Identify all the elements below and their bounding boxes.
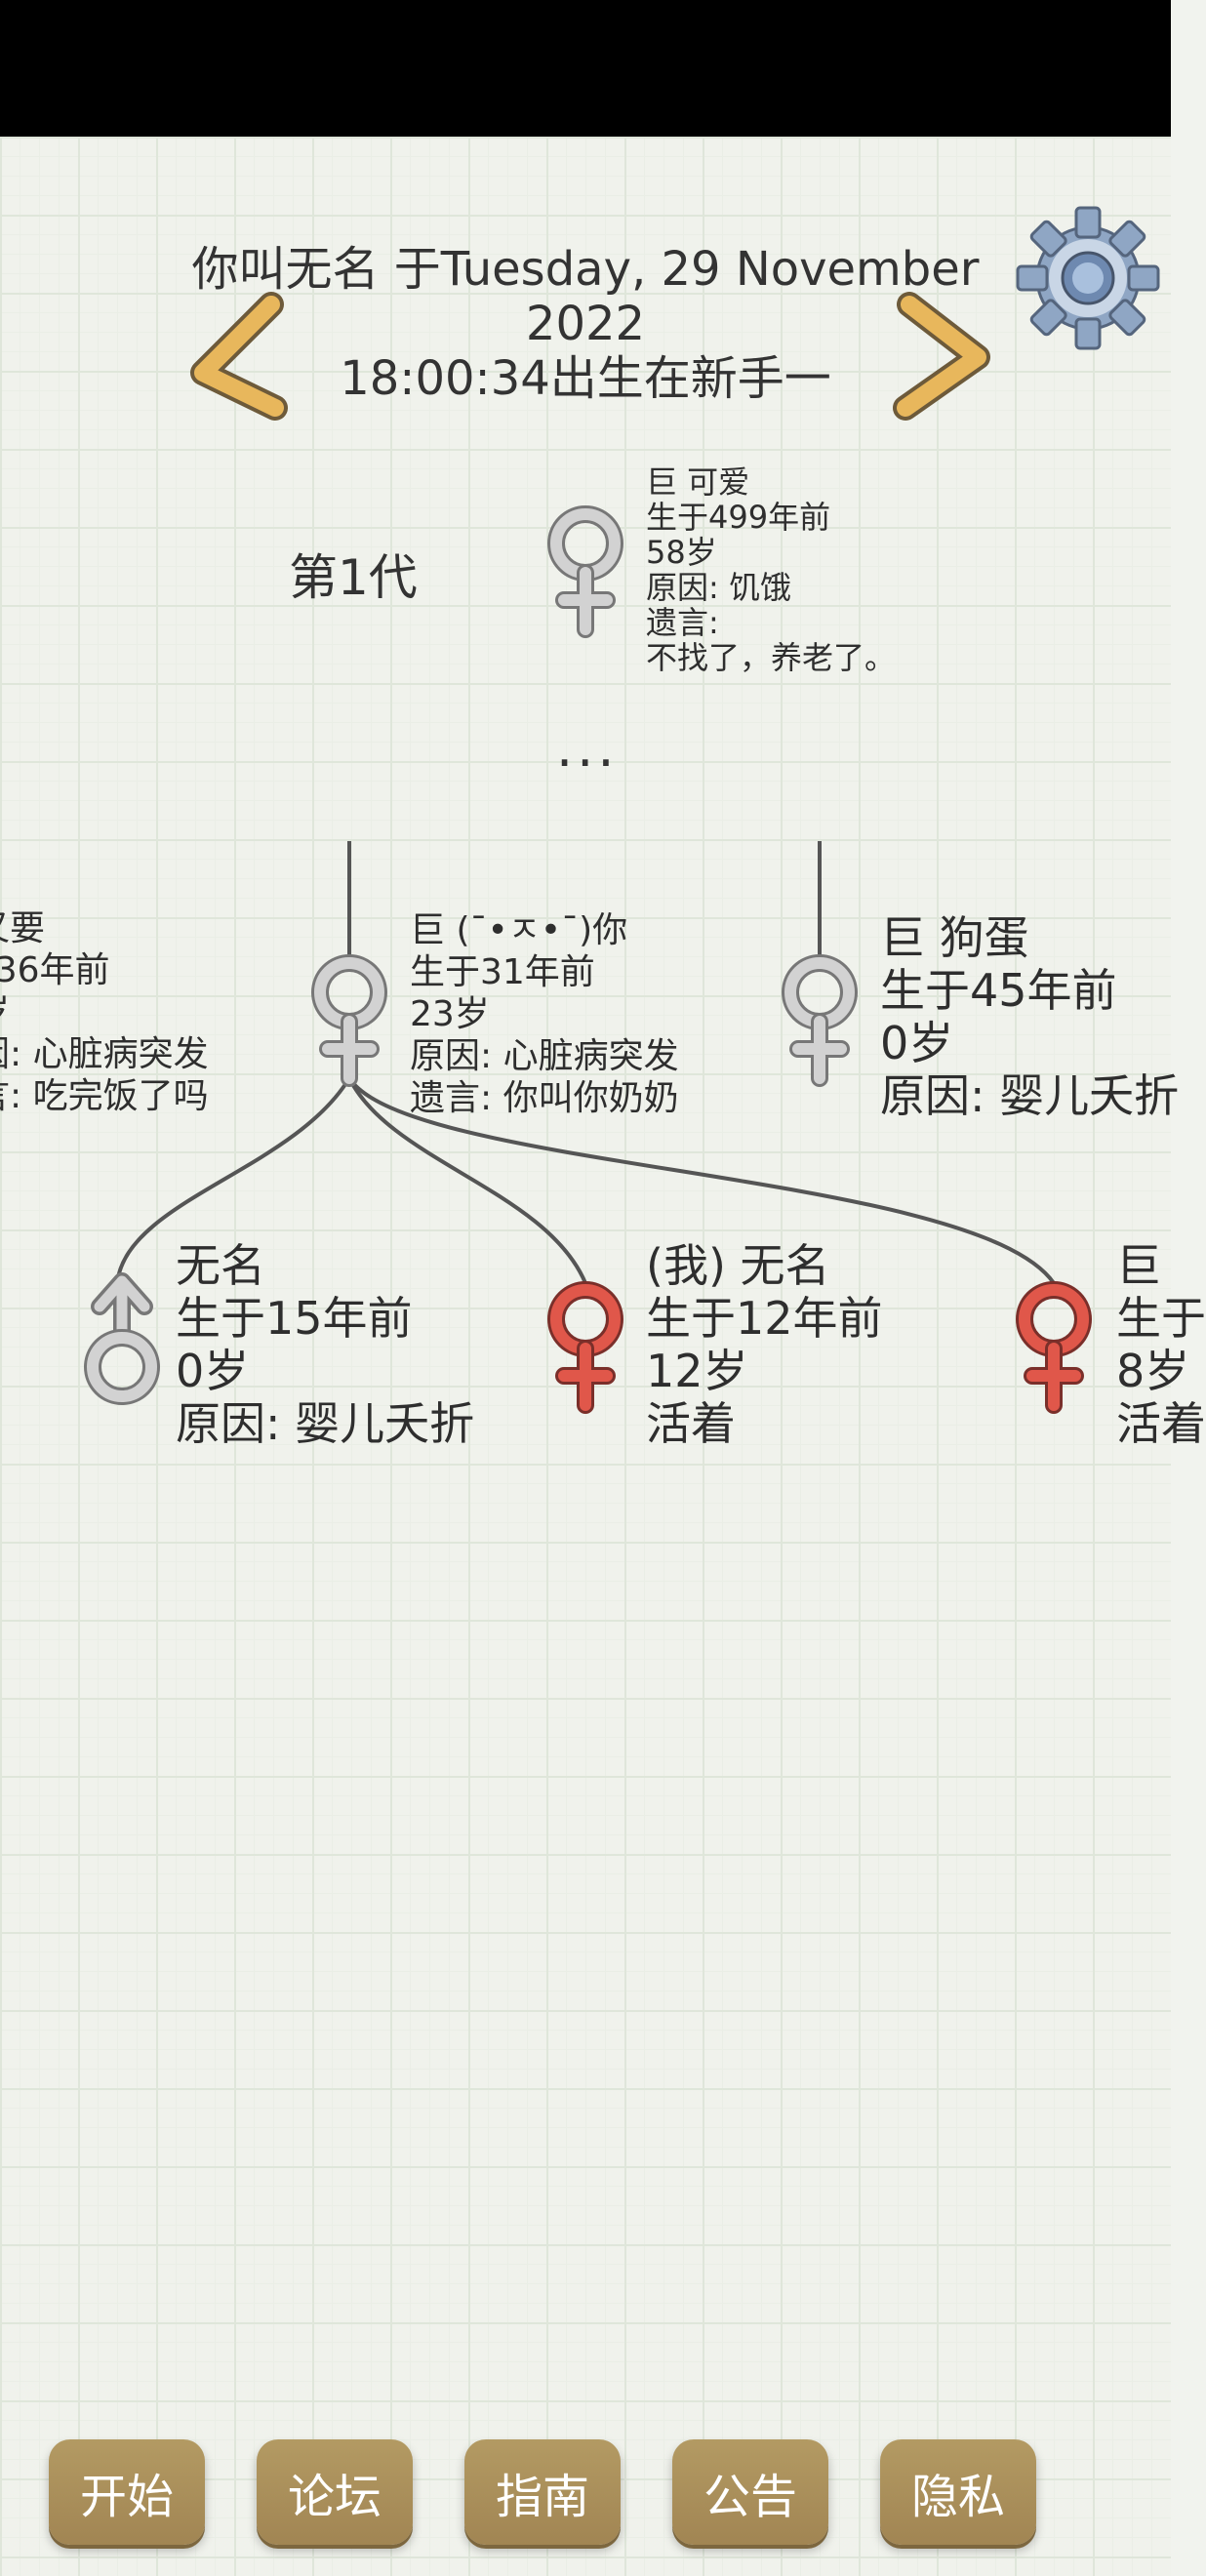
parent-cause: 因: 心脏病突发 — [0, 1034, 209, 1074]
venus-icon[interactable] — [1015, 1278, 1093, 1419]
parent-age: 岁 — [0, 991, 209, 1033]
generation-label: 第1代 — [289, 549, 418, 606]
parent-cause: 原因: 心脏病突发 — [410, 1036, 679, 1076]
parent-age: 0岁 — [880, 1017, 954, 1069]
child-age: 12岁 — [646, 1345, 748, 1397]
child-name: 巨 — [1116, 1239, 1161, 1292]
parent-born: 生于45年前 — [880, 964, 1117, 1017]
parent-name: 又要 — [0, 908, 46, 948]
parent-born: F36年前 — [0, 950, 110, 990]
parent-cause: 原因: 婴儿夭折 — [880, 1069, 1180, 1122]
gear-icon[interactable] — [1015, 205, 1161, 351]
chevron-left-icon[interactable] — [185, 292, 293, 421]
child-age: 8岁 — [1116, 1345, 1190, 1397]
parent-info-right: 巨 狗蛋 生于45年前 0岁 原因: 婴儿夭折 — [880, 911, 1179, 1122]
child-born: 生于15年前 — [176, 1292, 413, 1345]
guide-button[interactable]: 指南 — [464, 2439, 621, 2545]
child-info-left: 无名 生于15年前 0岁 原因: 婴儿夭折 — [176, 1239, 474, 1450]
status-bar — [0, 0, 1171, 137]
child-born: 生于 — [1116, 1292, 1206, 1345]
privacy-button[interactable]: 隐私 — [880, 2439, 1036, 2545]
parent-will: 言: 吃完饭了吗 — [0, 1076, 209, 1116]
parent-info-left: 又要 F36年前 岁 因: 心脏病突发 言: 吃完饭了吗 — [0, 907, 209, 1117]
child-age: 0岁 — [176, 1345, 250, 1397]
notice-button[interactable]: 公告 — [672, 2439, 828, 2545]
forum-button[interactable]: 论坛 — [257, 2439, 413, 2545]
child-status: 活着 — [646, 1397, 736, 1450]
ancestor-will-label: 遗言: — [646, 604, 719, 641]
venus-icon[interactable] — [546, 1278, 624, 1419]
parent-info-center: 巨 (¯•ㅈ•¯)你 生于31年前 23岁 原因: 心脏病突发 遗言: 你叫你奶… — [410, 909, 679, 1119]
parent-age: 23岁 — [410, 994, 490, 1034]
ancestor-born: 生于499年前 — [646, 499, 831, 536]
parent-name: 巨 (¯•ㅈ•¯)你 — [410, 910, 628, 950]
ancestor-will: 不找了，养老了。 — [646, 639, 897, 676]
venus-icon[interactable] — [310, 951, 388, 1092]
parent-will: 遗言: 你叫你奶奶 — [410, 1078, 679, 1118]
venus-icon[interactable] — [781, 951, 859, 1092]
child-status: 原因: 婴儿夭折 — [176, 1397, 475, 1450]
child-info-right: 巨 生于 8岁 活着 — [1116, 1239, 1206, 1450]
bottom-button-bar: 开始 论坛 指南 公告 隐私 — [0, 2439, 1171, 2547]
parent-born: 生于31年前 — [410, 952, 595, 992]
birth-info-line2: 18:00:34出生在新手一 — [340, 351, 831, 406]
start-button[interactable]: 开始 — [49, 2439, 205, 2545]
venus-icon[interactable] — [546, 503, 624, 643]
child-born: 生于12年前 — [646, 1292, 883, 1345]
child-status: 活着 — [1116, 1397, 1206, 1450]
mars-icon[interactable] — [78, 1272, 166, 1414]
child-name: 无名 — [176, 1239, 265, 1292]
birth-info-header: 你叫无名 于Tuesday, 29 November 2022 18:00:34… — [146, 242, 1025, 406]
chevron-right-icon[interactable] — [888, 292, 995, 421]
child-name: (我) 无名 — [646, 1239, 830, 1292]
ancestor-cause: 原因: 饥饿 — [646, 569, 791, 606]
ancestor-name: 巨 可爱 — [646, 463, 750, 501]
ancestor-age: 58岁 — [646, 534, 717, 571]
child-info-self: (我) 无名 生于12年前 12岁 活着 — [646, 1239, 883, 1450]
parent-name: 巨 狗蛋 — [880, 911, 1029, 964]
birth-info-line1: 你叫无名 于Tuesday, 29 November 2022 — [191, 242, 980, 351]
more-generations-ellipsis[interactable]: ... — [556, 717, 619, 779]
ancestor-info: 巨 可爱 生于499年前 58岁 原因: 饥饿 遗言: 不找了，养老了。 — [646, 464, 896, 675]
